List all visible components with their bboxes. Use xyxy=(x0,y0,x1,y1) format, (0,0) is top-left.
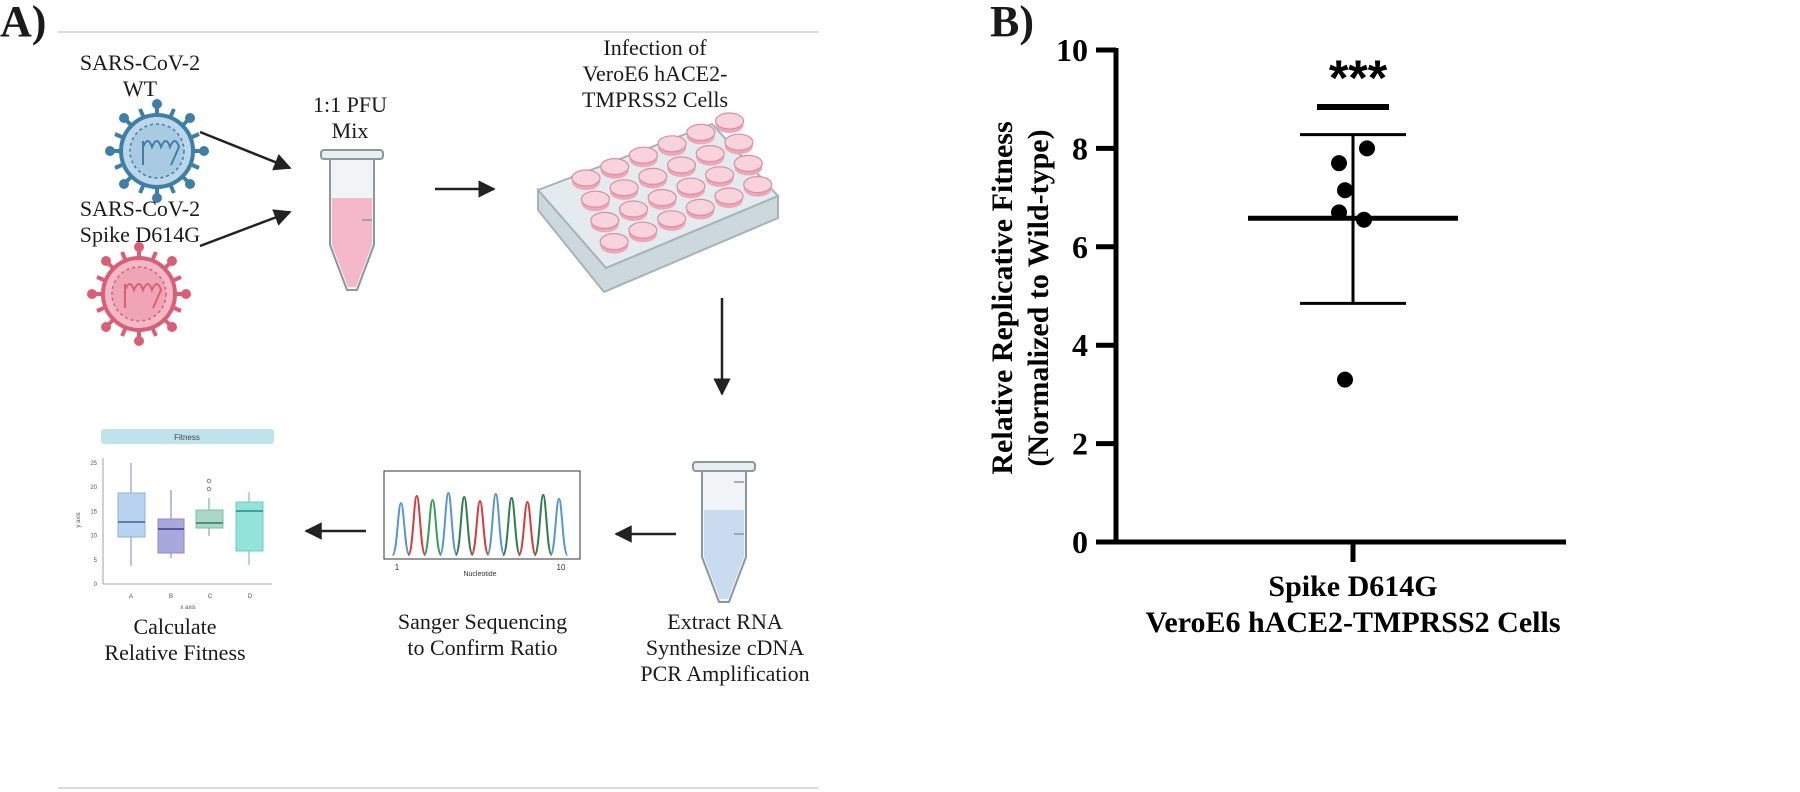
wt-virus-icon xyxy=(105,99,209,203)
y-axis-title-line1: Relative Replicative Fitness xyxy=(986,121,1019,474)
data-point xyxy=(1356,211,1372,228)
chromatogram-peak xyxy=(517,500,537,556)
plate-well-rim xyxy=(609,179,639,197)
plate-well-rim xyxy=(571,169,601,187)
y-tick-label: 6 xyxy=(1072,229,1088,265)
data-point xyxy=(1359,140,1375,157)
panel-b-label: B) xyxy=(990,0,1034,46)
y-tick-label: 10 xyxy=(1056,32,1088,68)
plate-well-rim xyxy=(600,158,630,176)
data-point xyxy=(1337,371,1353,388)
y-axis-title-line2: (Normalized to Wild-type) xyxy=(1022,129,1055,466)
plate-well-rim xyxy=(724,133,754,151)
plate-well-rim xyxy=(599,233,629,251)
plate-well-rim xyxy=(628,146,659,164)
chromatogram-peak xyxy=(502,496,522,556)
fitness-scatter-chart: Relative Replicative Fitness (Normalized… xyxy=(986,32,1566,639)
mini-boxplot-ytick: 5 xyxy=(94,558,98,564)
panel-a-diagram: 1 10 Nucleotide Fitness 0 5 10 15 20 25 y axi… xyxy=(58,31,818,789)
x-axis-label-line2: VeroE6 hACE2-TMPRSS2 Cells xyxy=(1145,606,1560,639)
data-point xyxy=(1331,155,1347,172)
plate-well-rim xyxy=(628,221,658,239)
plate-well-rim xyxy=(704,166,735,184)
mini-boxplot-ytick: 0 xyxy=(94,582,98,588)
plate-well-rim xyxy=(714,187,744,205)
arrow-mutant-to-mix xyxy=(199,209,292,248)
arrow-wt-to-mix xyxy=(199,130,292,171)
plate-well-rim xyxy=(714,112,745,130)
chromatogram-peak xyxy=(407,494,427,556)
mini-boxplot-ytick: 15 xyxy=(90,509,97,515)
data-point xyxy=(1337,182,1353,199)
plate-well-rim xyxy=(695,145,725,163)
chromatogram-peak xyxy=(533,493,553,556)
plate-well-rim xyxy=(685,198,715,216)
plate-well-rim xyxy=(666,156,697,174)
chromatogram-peak xyxy=(391,501,411,556)
chromatogram-peak xyxy=(454,495,474,556)
mini-boxplot-xlabel: x axis xyxy=(180,605,195,611)
extract-tube-icon xyxy=(692,461,756,603)
y-tick-label: 4 xyxy=(1072,327,1088,363)
plate-well-rim xyxy=(580,190,611,208)
significance-stars: *** xyxy=(1329,50,1388,106)
mini-boxplot-ytick: 25 xyxy=(90,461,97,467)
chromatogram-peak xyxy=(486,492,506,556)
y-tick-label: 0 xyxy=(1072,524,1088,560)
chromatogram-peak xyxy=(438,491,458,556)
chromatogram-peak xyxy=(470,499,490,556)
plate-well-rim xyxy=(618,200,649,218)
mini-boxplot-xtick: A xyxy=(129,594,133,600)
mini-boxplot-figure: Fitness 0 5 10 15 20 25 y axis A B C D x axis xyxy=(76,429,274,611)
plate-well-rim xyxy=(657,135,687,153)
data-point xyxy=(1331,204,1347,221)
plate-well-rim xyxy=(638,167,668,185)
chromatogram-peak xyxy=(549,497,569,556)
mini-boxplot-ytick: 10 xyxy=(90,534,97,540)
chromatogram-x-end: 10 xyxy=(557,563,566,572)
plate-well-rim xyxy=(743,176,773,194)
mini-boxplot-xtick: C xyxy=(208,594,213,600)
y-tick-label: 2 xyxy=(1072,426,1088,462)
plate-well-rim xyxy=(686,123,716,141)
mini-boxplot-xtick: D xyxy=(248,594,253,600)
mutant-virus-icon xyxy=(87,242,191,346)
chromatogram-peak xyxy=(423,498,443,556)
mini-boxplot-title: Fitness xyxy=(174,433,200,442)
mini-boxplot-ylabel: y axis xyxy=(76,512,82,527)
mini-boxplot-xtick: B xyxy=(169,594,173,600)
chromatogram-x-label: Nucleotide xyxy=(463,571,496,578)
plate-well-rim xyxy=(647,189,677,207)
plate-well-rim xyxy=(656,210,687,228)
plate-well-rim xyxy=(676,177,706,195)
plate-well-rim xyxy=(590,211,620,229)
chromatogram-x-start: 1 xyxy=(395,563,400,572)
y-tick-label: 8 xyxy=(1072,130,1088,166)
panel-a-label: A) xyxy=(0,0,47,46)
mini-boxplot-ytick: 20 xyxy=(90,485,97,491)
mix-tube-icon xyxy=(320,149,384,291)
x-axis-label-line1: Spike D614G xyxy=(1268,570,1437,603)
chromatogram-figure: 1 10 Nucleotide xyxy=(383,470,581,578)
well-plate-icon xyxy=(536,112,780,294)
plate-well-rim xyxy=(733,154,763,172)
